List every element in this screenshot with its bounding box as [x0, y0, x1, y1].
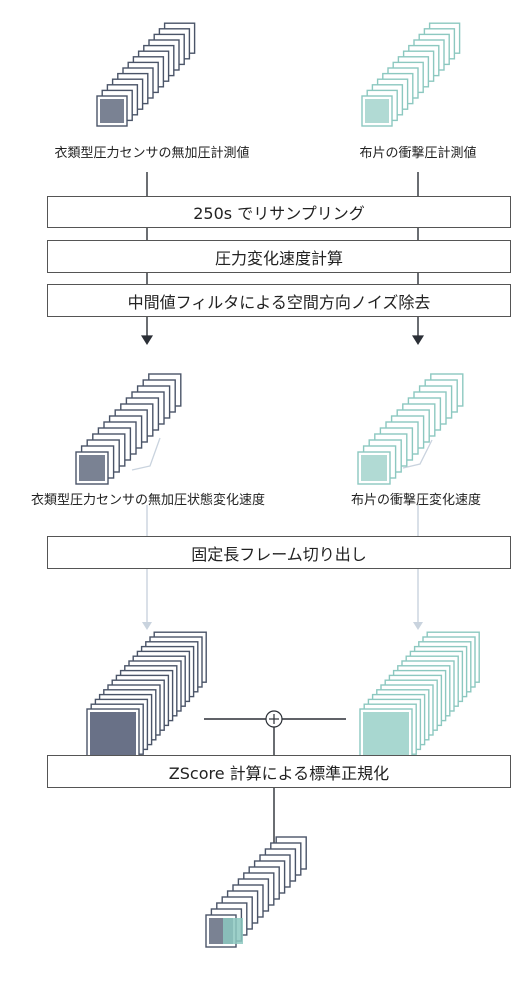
step-zscore-label: ZScore 計算による標準正規化 [168, 763, 390, 783]
step-frame-label: 固定長フレーム切り出し [191, 544, 367, 564]
label-cloth-rate: 布片の衝撃圧変化速度 [350, 493, 482, 508]
stack-merged-overlay [223, 918, 243, 944]
stack-merged [205, 836, 307, 948]
stack-cloth-rate-front-fill [361, 455, 387, 481]
stack-cloth-frames [359, 631, 480, 760]
label-cloth-raw: 布片の衝撃圧計測値 [359, 146, 477, 161]
step-resample-label: 250s でリサンプリング [193, 204, 365, 223]
arrow-cloth-1 [412, 335, 424, 345]
step-frame-box: 固定長フレーム切り出し [47, 536, 511, 569]
stack-dress-rate-front-fill [79, 455, 105, 481]
arrow-cloth-2 [413, 622, 423, 630]
stack-dress-raw-front-fill [100, 99, 124, 123]
step-rate-box: 圧力変化速度計算 [47, 240, 511, 273]
bracket-cloth [402, 439, 433, 469]
merge-node [265, 710, 283, 728]
bracket-dress [131, 437, 161, 471]
label-dress-rate: 衣類型圧力センサの無加圧状態変化速度 [30, 493, 266, 508]
arrow-dress-2 [142, 622, 152, 630]
label-dress-raw: 衣類型圧力センサの無加圧計測値 [54, 146, 250, 161]
stack-dress-rate [75, 373, 182, 485]
stack-dress-frames [86, 631, 207, 760]
step-median-label: 中間値フィルタによる空間方向ノイズ除去 [127, 292, 431, 312]
stack-dress-frames-front-fill [90, 712, 136, 756]
step-resample-box: 250s でリサンプリング [47, 196, 511, 228]
stack-cloth-raw-front-fill [365, 99, 389, 123]
stack-cloth-raw [361, 22, 461, 127]
stack-cloth-rate [357, 373, 464, 485]
step-median-box: 中間値フィルタによる空間方向ノイズ除去 [47, 284, 511, 317]
stack-dress-raw [96, 22, 196, 127]
stack-cloth-frames-front-fill [363, 712, 409, 756]
arrow-dress-1 [141, 335, 153, 345]
stacks [75, 22, 480, 948]
step-rate-label: 圧力変化速度計算 [214, 248, 343, 268]
step-zscore-box: ZScore 計算による標準正規化 [47, 755, 511, 788]
